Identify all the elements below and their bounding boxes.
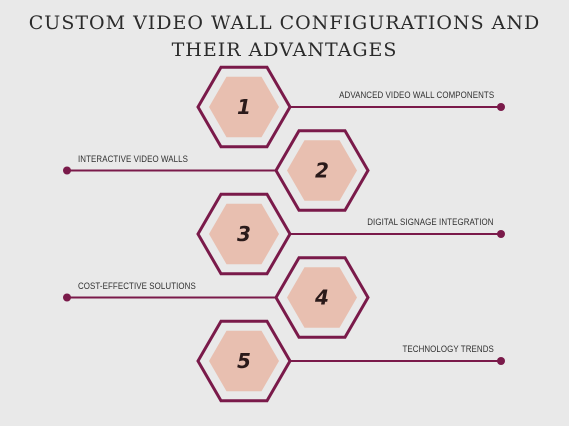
hexagon-inner-4 — [287, 267, 357, 328]
connector-dot-1 — [497, 103, 505, 111]
hexagon-inner-2 — [287, 140, 357, 201]
step-label-1: ADVANCED VIDEO WALL COMPONENTS — [338, 90, 494, 100]
title-line-1: CUSTOM VIDEO WALL CONFIGURATIONS AND — [28, 12, 541, 34]
step-number-5: 5 — [237, 349, 251, 373]
connector-dot-3 — [497, 230, 505, 238]
step-label-4: COST-EFFECTIVE SOLUTIONS — [78, 280, 196, 291]
connector-dot-5 — [497, 357, 505, 365]
step-label-5: TECHNOLOGY TRENDS — [402, 344, 494, 354]
step-label-2: INTERACTIVE VIDEO WALLS — [78, 153, 188, 164]
step-number-3: 3 — [237, 222, 251, 246]
step-number-1: 1 — [237, 95, 251, 119]
connector-dot-4 — [63, 293, 71, 302]
step-number-4: 4 — [314, 286, 329, 310]
hexagon-inner-3 — [209, 203, 279, 265]
step-label-3: DIGITAL SIGNAGE INTEGRATION — [367, 217, 494, 227]
step-number-2: 2 — [315, 159, 329, 183]
hexagon-inner-5 — [209, 330, 279, 392]
connector-dot-2 — [63, 166, 71, 175]
title-line-2: THEIR ADVANTAGES — [171, 39, 398, 61]
hexagon-inner-1 — [209, 76, 279, 138]
page-title: CUSTOM VIDEO WALL CONFIGURATIONS AND THE… — [0, 10, 569, 64]
